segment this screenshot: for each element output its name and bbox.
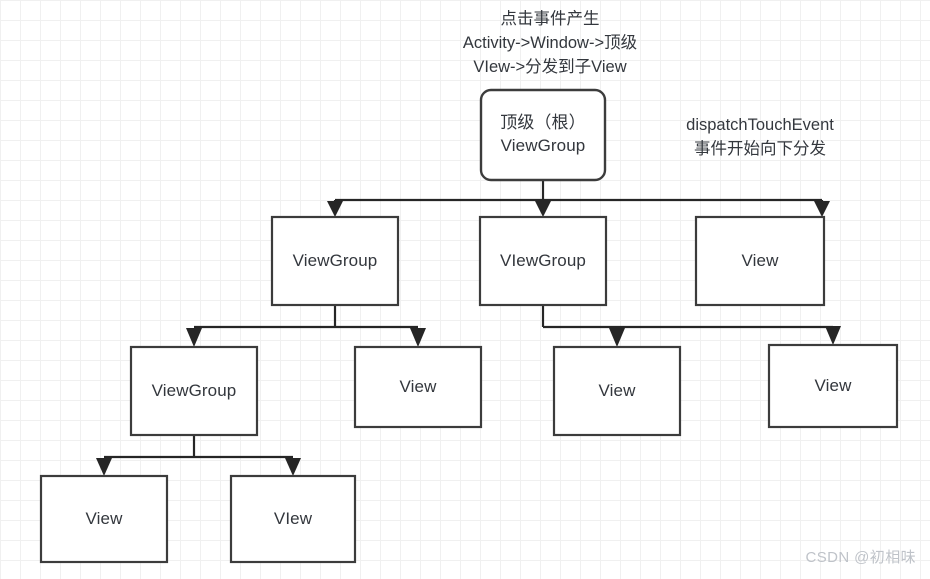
arrowhead-v-l2c bbox=[814, 201, 830, 217]
edge-vg-l2b-to-level3 bbox=[541, 305, 841, 347]
arrowhead-v-l4a bbox=[96, 458, 112, 476]
node-v-l4b-shape[interactable] bbox=[229, 474, 357, 564]
node-v-l3d-shape[interactable] bbox=[767, 343, 899, 429]
node-v-l3c-shape[interactable] bbox=[552, 345, 682, 437]
arrowhead-vg-l3a bbox=[186, 328, 202, 347]
node-v-l3b-shape[interactable] bbox=[353, 345, 483, 429]
edge-vg-l3a-to-level4 bbox=[96, 435, 301, 476]
arrowhead-vg-l2b bbox=[535, 201, 551, 217]
csdn-watermark: CSDN @初相味 bbox=[805, 549, 916, 566]
arrowhead-vg-l2a bbox=[327, 201, 343, 217]
node-root-shape[interactable] bbox=[479, 88, 607, 182]
caption-dispatch-touch-event: dispatchTouchEvent 事件开始向下分发 bbox=[686, 116, 834, 158]
arrowhead-v-l3b bbox=[410, 328, 426, 347]
arrowhead-v-l4b bbox=[285, 458, 301, 476]
node-vg-l3a-shape[interactable] bbox=[129, 345, 259, 437]
node-v-l4a-shape[interactable] bbox=[39, 474, 169, 564]
arrowhead-v-l3c bbox=[609, 328, 625, 347]
arrowhead-v-l3d bbox=[825, 326, 841, 345]
edge-root-to-level2 bbox=[327, 180, 830, 217]
edge-vg-l2a-to-level3 bbox=[186, 305, 426, 347]
node-v-l2c-shape[interactable] bbox=[694, 215, 826, 307]
node-vg-l2a-shape[interactable] bbox=[270, 215, 400, 307]
caption-click-event-flow: 点击事件产生 Activity->Window->顶级 VIew->分发到子Vi… bbox=[462, 10, 638, 76]
node-vg-l2b-shape[interactable] bbox=[478, 215, 608, 307]
